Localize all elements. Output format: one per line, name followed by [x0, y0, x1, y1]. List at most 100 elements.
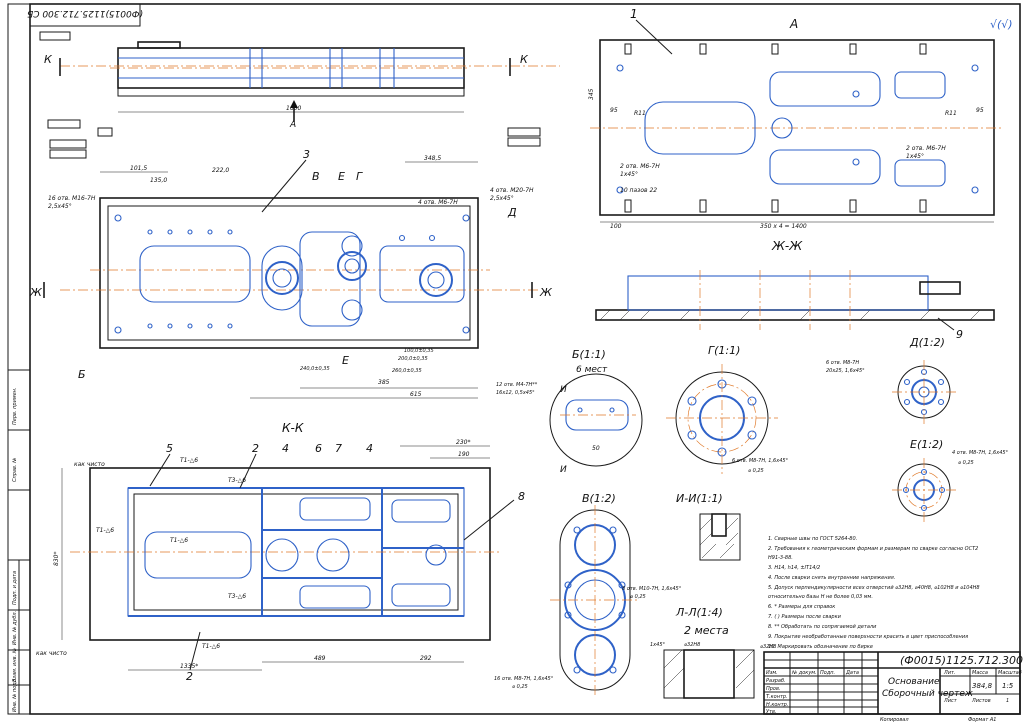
stamp-mass-label: Масса [972, 670, 988, 676]
dim-100-plan: 100,0±0,35 [404, 348, 434, 354]
stamp-role-ncontrol: Н.контр. [766, 702, 788, 708]
stamp-role-check: Пров. [766, 686, 781, 692]
detail-b-title: Б(1:1) [572, 348, 606, 361]
note-3: 3. Н14, h14, ±IT14/2 [768, 565, 820, 571]
position-6: 6 [315, 442, 322, 455]
svg-text:К: К [44, 53, 53, 66]
stamp-lit-label: Лит. [943, 670, 956, 676]
detail-ll-bore-2: ⌀32Н8 [760, 644, 776, 650]
detail-v-title: В(1:2) [582, 492, 616, 505]
position-4-b: 4 [366, 442, 373, 455]
view-a-arrow-label: A [289, 120, 296, 130]
strip-label: Перв. примен. [12, 387, 18, 425]
holes-4-m6: 4 отв. М6-7Н [418, 199, 458, 206]
stamp-sheet-count: 1 [1006, 698, 1009, 704]
svg-text:В: В [312, 170, 320, 183]
holes-4-chamfer: 2,5х45° [490, 195, 514, 202]
stamp-col-sign: Подп. [820, 670, 835, 676]
detail-b-subtitle: 6 мест [576, 365, 608, 375]
outer-frame [7, 3, 1021, 715]
stamp-name-2: Сборочный чертеж [882, 689, 974, 699]
note-10: 10. Маркировать обозначение по бирке [768, 644, 873, 650]
detail-b-holes-2: 16х12, 0,5х45° [496, 390, 535, 396]
dim-348-5: 348,5 [424, 155, 441, 162]
dim-190: 190 [458, 451, 470, 458]
stamp-scale: 1:5 [1002, 682, 1014, 690]
stamp-sheets-label: Листов [971, 698, 991, 704]
weld-t3-b: Т3-△6 [228, 593, 246, 600]
stamp-scale-label: Масштаб [998, 670, 1022, 676]
dim-230: 230* [456, 439, 470, 446]
detail-d-holes: 6 отв. М8-7Н [826, 360, 859, 366]
boss-d [419, 263, 453, 297]
strip-label: Подп. и дата [12, 571, 18, 605]
position-2-top: 2 [252, 442, 259, 455]
dim-345: 345 [588, 88, 595, 100]
side-strip: Перв. примен. Справ. № Подп. и дата Инв.… [7, 369, 31, 715]
side-view: A К К 1600 [39, 31, 560, 159]
detail-d: Д(1:2) 6 отв. М8-7Н 20х25, 1,6х45° [826, 336, 956, 424]
view-a: A 1 350 х 4 = 1400 100 345 95 95 2 отв. … [588, 7, 1004, 230]
section-zhzh-title: Ж-Ж [771, 239, 803, 253]
stamp-designation: (Ф0015)1125.712.300 СБ [900, 654, 1024, 667]
boss-l1 [261, 245, 303, 311]
dim-135-0: 135,0 [150, 177, 167, 184]
note-7: 7. ( ) Размеры после сварки [768, 614, 842, 620]
detail-e: Е(1:2) 4 отв. М8-7Н, 1,6х45° ⌀ 0,25 [892, 438, 1009, 522]
r11-left: R11 [634, 110, 646, 117]
stamp-role-tcontrol: Т.контр. [766, 694, 788, 700]
position-1: 1 [630, 7, 638, 21]
note-5: 5. Допуск перпендикулярности всех отверс… [768, 585, 980, 591]
section-kk: К-К 5 2 4 6 7 4 8 2 Т1-△6 Т3-△6 [36, 421, 525, 683]
detail-g-title: Г(1:1) [708, 344, 740, 357]
detail-ll-title: Л-Л(1:4) [675, 606, 723, 619]
note-2: 2. Требования к геометрическим формам и … [768, 546, 978, 552]
roughness-mark: √(√) [990, 18, 1013, 31]
detail-v-holes-2: 16 отв. М8-7Н, 1,6х45° [494, 676, 554, 682]
kak-chisto-top: как чисто [74, 461, 105, 468]
note-2b: Н91-3-88. [768, 555, 793, 561]
kak-chisto-bottom: как чисто [36, 650, 67, 657]
dim-1335: 1335* [180, 663, 198, 670]
svg-text:Г: Г [356, 170, 363, 183]
note-5b: относительно базы Н не более 0,03 мм. [768, 594, 873, 600]
slots-label: 10 пазов 22 [620, 187, 657, 194]
detail-ii-title: И-И(1:1) [676, 492, 723, 505]
weld-t3-a: Т3-△6 [228, 477, 246, 484]
detail-ii: И-И(1:1) [676, 492, 741, 561]
svg-text:И: И [560, 385, 567, 395]
boss-g [337, 251, 367, 281]
r11-right: R11 [945, 110, 957, 117]
note-6: 6. * Размеры для справок [768, 604, 835, 610]
detail-ll-subtitle: 2 места [684, 624, 729, 637]
svg-text:Е: Е [338, 170, 345, 183]
technical-notes: 1. Сварные швы по ГОСТ 5264-80. 2. Требо… [768, 536, 980, 650]
detail-g: Г(1:1) 6 отв. М8-7Н, 1,6х45° ⌀ 0,25 [666, 344, 789, 474]
dim-260: 260,0±0,35 [392, 368, 422, 374]
holes-16-chamfer: 2,5х45° [48, 203, 72, 210]
note-4: 4. После сварки снять внутренние напряже… [768, 575, 895, 581]
stamp-sheet-label: Лист [943, 698, 958, 704]
position-8: 8 [518, 490, 525, 503]
stamp-role-approve: Утв. [766, 709, 777, 715]
dim-240: 240,0±0,35 [300, 366, 330, 372]
detail-v-tol-2: ⌀ 0,25 [512, 684, 528, 690]
position-4-a: 4 [282, 442, 289, 455]
dim-95-right: 95 [976, 107, 984, 114]
strip-label: Справ. № [12, 458, 18, 482]
section-zhzh: Ж-Ж 9 [595, 239, 995, 341]
top-left-designation-box: (Ф0015)1125.712.300 СБ [27, 3, 143, 27]
holes-top-left: 2 отв. М6-7Н [620, 163, 660, 170]
strip-label: Инв. № подл. [12, 678, 18, 713]
stamp-name-1: Основание [888, 677, 940, 687]
detail-e-holes: 4 отв. М8-7Н, 1,6х45° [952, 450, 1009, 456]
svg-text:Б: Б [78, 368, 86, 381]
weld-t1-mid: Т1-△6 [170, 537, 188, 544]
detail-v-holes: 8 отв. М10-7Н, 1,6х45° [622, 586, 682, 592]
detail-b: Б(1:1) 6 мест 12 отв. М4-7Н** 16х12, 0,5… [496, 348, 643, 475]
stamp-col-izm: Изм. [766, 670, 778, 676]
detail-v: В(1:2) 8 отв. М10-7Н, 1,6х45° ⌀ 0,25 16 … [494, 492, 682, 695]
title-block: Изм. № докум. Подп. Дата Разраб. Пров. Т… [763, 651, 1024, 715]
dim-222-0: 222,0 [212, 167, 229, 174]
position-2-bottom: 2 [186, 670, 193, 683]
